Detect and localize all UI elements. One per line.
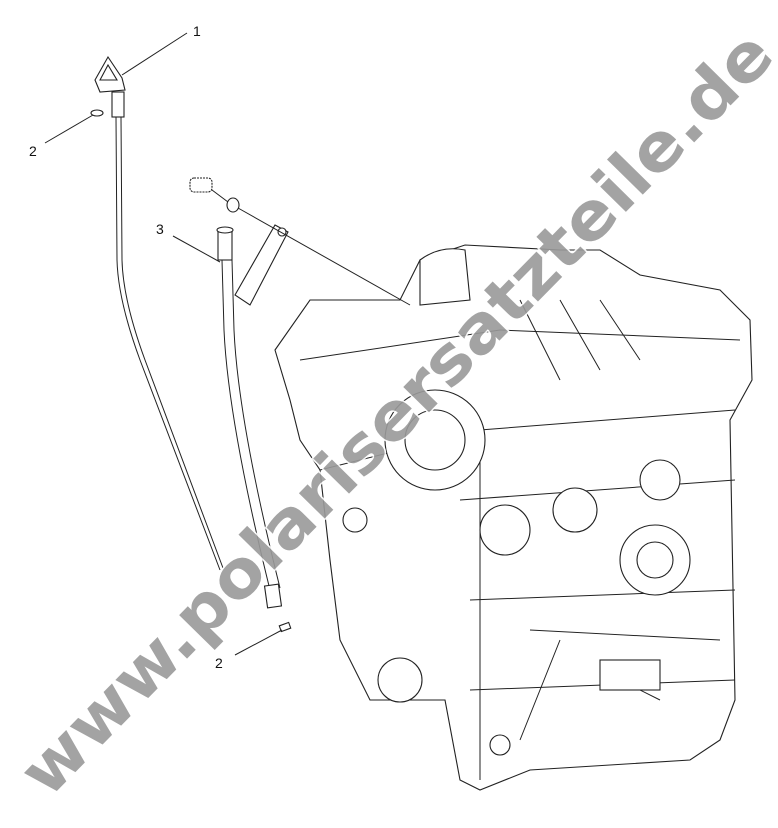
o-ring-upper (90, 109, 104, 117)
bolt (189, 177, 411, 306)
leader-line-2-upper (44, 114, 94, 144)
leader-line-2-lower (234, 629, 283, 656)
engine-block (274, 244, 753, 791)
dipstick (94, 55, 224, 571)
o-ring-lower (278, 621, 292, 633)
callout-1: 1 (193, 23, 201, 39)
leader-line-1 (121, 32, 188, 76)
callout-2-lower: 2 (215, 655, 223, 671)
leader-line-3 (172, 235, 221, 263)
callout-3: 3 (156, 221, 164, 237)
dipstick-tube (216, 224, 289, 609)
callout-2-upper: 2 (29, 143, 37, 159)
